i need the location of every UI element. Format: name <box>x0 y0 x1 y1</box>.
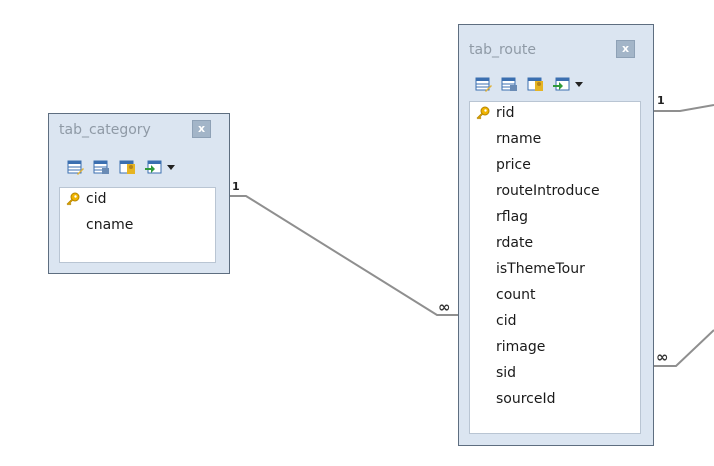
column-row-primary-key[interactable]: cid <box>60 188 215 214</box>
column-row[interactable]: sourceId <box>470 388 640 414</box>
table-title: tab_category <box>59 122 151 138</box>
column-row[interactable]: routeIntroduce <box>470 180 640 206</box>
link-route-rid-offscreen[interactable] <box>653 104 714 112</box>
close-button[interactable]: x <box>616 40 635 58</box>
link-category-route[interactable] <box>230 195 458 316</box>
column-row-primary-key[interactable]: rid <box>470 102 640 128</box>
column-row[interactable]: price <box>470 154 640 180</box>
column-name: rflag <box>496 209 529 225</box>
column-name: rid <box>496 105 515 121</box>
table-view-icon[interactable] <box>93 160 110 175</box>
table-toolbar <box>475 76 635 94</box>
column-row[interactable]: cid <box>470 310 640 336</box>
table-header[interactable]: tab_route x <box>459 25 653 58</box>
column-row[interactable]: count <box>470 284 640 310</box>
column-name: routeIntroduce <box>496 183 600 199</box>
column-name: price <box>496 157 531 173</box>
foreign-key-icon[interactable] <box>553 77 570 92</box>
column-name: count <box>496 287 536 303</box>
chevron-down-icon[interactable] <box>167 165 175 170</box>
column-row[interactable]: isThemeTour <box>470 258 640 284</box>
key-icon <box>66 192 80 206</box>
table-title: tab_route <box>469 42 536 58</box>
cardinality-many-label: ∞ <box>438 298 451 316</box>
column-name: cid <box>86 191 107 207</box>
column-row[interactable]: cname <box>60 214 215 240</box>
key-icon <box>476 106 490 120</box>
table-category[interactable]: tab_category x <box>48 113 230 274</box>
column-name: sid <box>496 365 517 381</box>
column-name: cid <box>496 313 517 329</box>
column-name: isThemeTour <box>496 261 585 277</box>
column-name: rimage <box>496 339 546 355</box>
table-view-icon[interactable] <box>501 77 518 92</box>
column-list: rid rname price routeIntroduce rflag rda… <box>469 101 641 434</box>
edit-table-icon[interactable] <box>67 160 84 175</box>
table-route[interactable]: tab_route x <box>458 24 654 446</box>
column-row[interactable]: rdate <box>470 232 640 258</box>
cardinality-many-label: ∞ <box>656 348 669 366</box>
edit-table-icon[interactable] <box>475 77 492 92</box>
foreign-key-icon[interactable] <box>145 160 162 175</box>
close-button[interactable]: x <box>192 120 211 138</box>
chevron-down-icon[interactable] <box>575 82 583 87</box>
column-row[interactable]: rimage <box>470 336 640 362</box>
column-name: rdate <box>496 235 534 251</box>
index-key-icon[interactable] <box>527 77 544 92</box>
table-header[interactable]: tab_category x <box>49 114 229 143</box>
link-route-sid-offscreen[interactable] <box>653 329 714 367</box>
column-list: cid cname <box>59 187 216 263</box>
table-toolbar <box>67 159 227 177</box>
index-key-icon[interactable] <box>119 160 136 175</box>
column-name: rname <box>496 131 542 147</box>
cardinality-one-label: 1 <box>232 180 240 193</box>
column-row[interactable]: sid <box>470 362 640 388</box>
column-row[interactable]: rname <box>470 128 640 154</box>
column-name: sourceId <box>496 391 556 407</box>
column-name: cname <box>86 217 134 233</box>
column-row[interactable]: rflag <box>470 206 640 232</box>
cardinality-one-label: 1 <box>657 94 665 107</box>
